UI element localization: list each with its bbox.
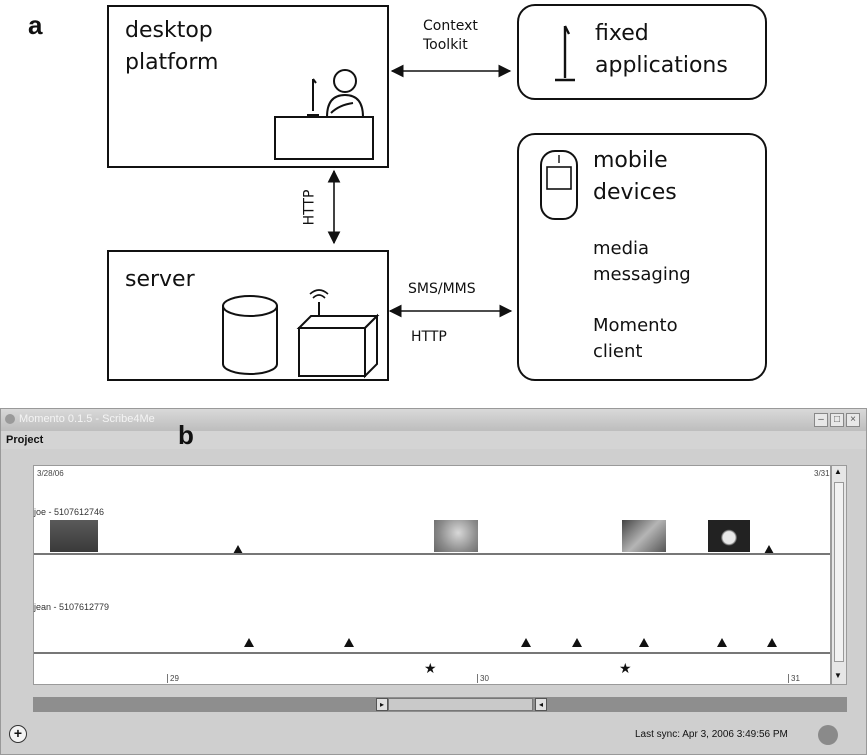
panel-letter-a: a — [28, 10, 43, 40]
triangle-marker-icon[interactable] — [639, 638, 649, 647]
menu-bar: Project — [1, 431, 866, 449]
close-icon[interactable]: × — [846, 413, 860, 427]
media-messaging-label: media messaging — [593, 238, 691, 285]
lane-separator — [34, 652, 830, 654]
edge-label-http: HTTP — [411, 329, 447, 345]
photo-thumbnail[interactable] — [622, 520, 666, 552]
fixed-applications-label: fixed applications — [595, 21, 728, 78]
mobile-devices-label: mobile devices — [593, 148, 677, 205]
momento-client-label: Momento client — [593, 315, 678, 362]
maximize-icon[interactable]: □ — [830, 413, 844, 427]
scroll-down-icon[interactable]: ▼ — [834, 671, 842, 680]
mobile-devices-node: mobile devices media messaging Momento c… — [517, 133, 767, 381]
app-icon — [5, 414, 15, 424]
edge-label-context-toolkit: Context Toolkit — [423, 18, 478, 53]
triangle-marker-icon[interactable] — [764, 545, 774, 554]
last-sync-status: Last sync: Apr 3, 2006 3:49:56 PM — [635, 729, 788, 740]
vertical-scrollbar[interactable]: ▲ ▼ — [831, 465, 847, 685]
edge-label-sms-mms: SMS/MMS — [408, 281, 476, 297]
triangle-marker-icon[interactable] — [767, 638, 777, 647]
timeline-start-date: 3/28/06 — [37, 469, 64, 478]
plus-icon[interactable]: + — [9, 725, 27, 743]
scroll-up-icon[interactable]: ▲ — [834, 467, 842, 476]
wireless-server-icon — [296, 289, 380, 379]
lane-label-jean: jean - 5107612779 — [34, 602, 110, 612]
axis-tick-29: 29 — [167, 674, 179, 683]
triangle-marker-icon[interactable] — [521, 638, 531, 647]
momento-window: Momento 0.1.5 - Scribe4Me – □ × Project … — [0, 408, 867, 755]
star-marker-icon[interactable]: ★ — [619, 661, 632, 677]
lane-separator — [34, 553, 830, 555]
axis-tick-30: 30 — [477, 674, 489, 683]
photo-thumbnail[interactable] — [708, 520, 750, 552]
star-marker-icon[interactable]: ★ — [424, 661, 437, 677]
minimize-icon[interactable]: – — [814, 413, 828, 427]
server-label: server — [125, 267, 195, 292]
horizontal-scrollbar[interactable]: ▸ ◂ — [33, 697, 847, 712]
desk-user-icon — [274, 69, 374, 160]
database-icon — [222, 295, 278, 375]
menu-project[interactable]: Project — [6, 434, 44, 446]
triangle-marker-icon[interactable] — [244, 638, 254, 647]
monitor-icon — [555, 25, 575, 82]
panel-letter-b: b — [178, 420, 194, 450]
triangle-marker-icon[interactable] — [717, 638, 727, 647]
window-title: Momento 0.1.5 - Scribe4Me — [19, 413, 155, 425]
architecture-diagram-lines — [327, 64, 513, 318]
desktop-platform-node: desktop platform — [107, 5, 389, 168]
window-titlebar: Momento 0.1.5 - Scribe4Me – □ × — [1, 409, 866, 431]
mobile-phone-icon — [540, 150, 578, 220]
scroll-right-icon[interactable]: ▸ — [376, 698, 388, 711]
status-indicator-icon — [818, 725, 838, 745]
fixed-applications-node: fixed applications — [517, 4, 767, 100]
timeline-area[interactable]: 3/28/06 3/31 joe - 5107612746 jean - 510… — [33, 465, 831, 685]
photo-thumbnail[interactable] — [434, 520, 478, 552]
triangle-marker-icon[interactable] — [344, 638, 354, 647]
triangle-marker-icon[interactable] — [233, 545, 243, 554]
timeline-end-date: 3/31 — [814, 469, 830, 478]
lane-label-joe: joe - 5107612746 — [34, 507, 105, 517]
axis-tick-31: 31 — [788, 674, 800, 683]
server-node: server — [107, 250, 389, 381]
scroll-thumb[interactable] — [834, 482, 844, 662]
horizontal-scroll-thumb[interactable] — [388, 698, 533, 711]
triangle-marker-icon[interactable] — [572, 638, 582, 647]
desktop-platform-label: desktop platform — [125, 18, 219, 75]
scroll-left-icon[interactable]: ◂ — [535, 698, 547, 711]
photo-thumbnail[interactable] — [50, 520, 98, 552]
edge-label-http-vertical: HTTP — [301, 189, 318, 226]
